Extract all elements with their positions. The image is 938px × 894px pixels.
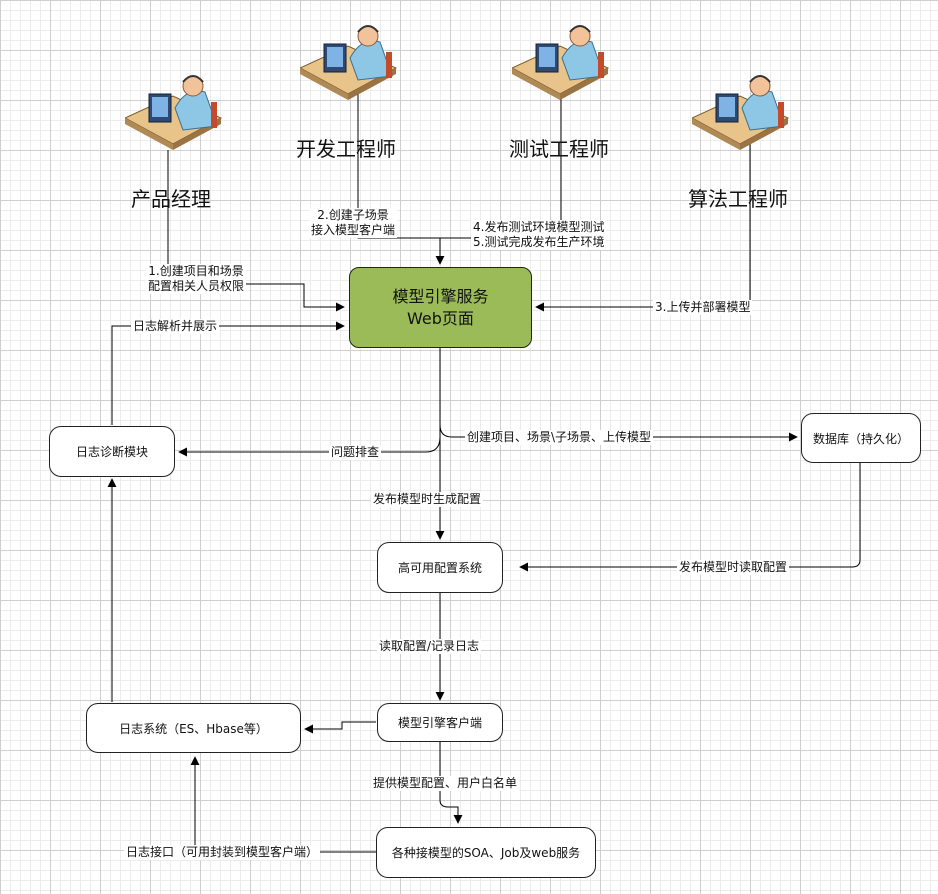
edge-label-log-parse: 日志解析并展示 [131,319,220,334]
edge-label-provide-config: 提供模型配置、用户白名单 [371,776,520,791]
edge-label-read-config-log: 读取配置/记录日志 [377,639,482,654]
edge-label-test-line2: 5.测试完成发布生产环境 [473,235,605,249]
edge-label-dev-line2: 接入模型客户端 [311,223,396,237]
edge-label-test: 4.发布测试环境模型测试 5.测试完成发布生产环境 [471,220,607,250]
edge-label-test-line1: 4.发布测试环境模型测试 [473,220,605,234]
edge-services-to-logsystem [190,756,376,853]
person-at-computer-icon [300,25,398,100]
edge-engine-to-database [439,424,798,442]
edge-label-dev-line1: 2.创建子场景 [317,208,389,222]
role-product-manager: 产品经理 [131,187,211,211]
role-algo-engineer: 算法工程师 [688,187,788,211]
services-node[interactable]: 各种接模型的SOA、Job及web服务 [376,827,596,878]
edge-client-to-logsystem [304,721,376,734]
edge-label-troubleshoot: 问题排查 [329,445,382,460]
edge-database-to-config [519,463,861,572]
edge-log-parse [111,321,345,425]
edge-label-pm-line1: 1.创建项目和场景 [148,264,244,278]
log-system-node[interactable]: 日志系统（ES、Hbase等） [86,703,301,753]
edge-label-read-config-publish: 发布模型时读取配置 [677,560,790,575]
edge-label-pm-line2: 配置相关人员权限 [148,279,245,293]
config-system-node[interactable]: 高可用配置系统 [377,542,503,593]
edge-label-log-interface: 日志接口（可用封装到模型客户端） [124,845,321,860]
role-test-engineer: 测试工程师 [509,137,609,161]
edge-label-gen-config: 发布模型时生成配置 [371,492,484,507]
log-diagnosis-node[interactable]: 日志诊断模块 [49,426,175,477]
person-at-computer-icon [692,75,790,150]
engine-client-node[interactable]: 模型引擎客户端 [377,703,503,742]
person-at-computer-icon [125,75,223,150]
database-node[interactable]: 数据库（持久化） [801,413,921,463]
role-dev-engineer: 开发工程师 [296,137,396,161]
engine-service-node[interactable]: 模型引擎服务 Web页面 [349,267,532,348]
person-at-computer-icon [512,25,610,100]
edge-client-to-services [439,742,463,824]
edge-pm-to-engine [167,150,345,312]
engine-service-title: 模型引擎服务 [392,286,489,306]
edge-troubleshoot [178,436,441,457]
edge-label-to-database: 创建项目、场景\子场景、上传模型 [465,430,654,445]
edge-label-algo: 3.上传并部署模型 [653,300,753,315]
edge-label-dev: 2.创建子场景 接入模型客户端 [309,208,398,238]
edge-label-pm: 1.创建项目和场景 配置相关人员权限 [146,264,247,294]
engine-service-subtitle: Web页面 [407,308,474,328]
edge-dev-to-engine [357,80,445,265]
